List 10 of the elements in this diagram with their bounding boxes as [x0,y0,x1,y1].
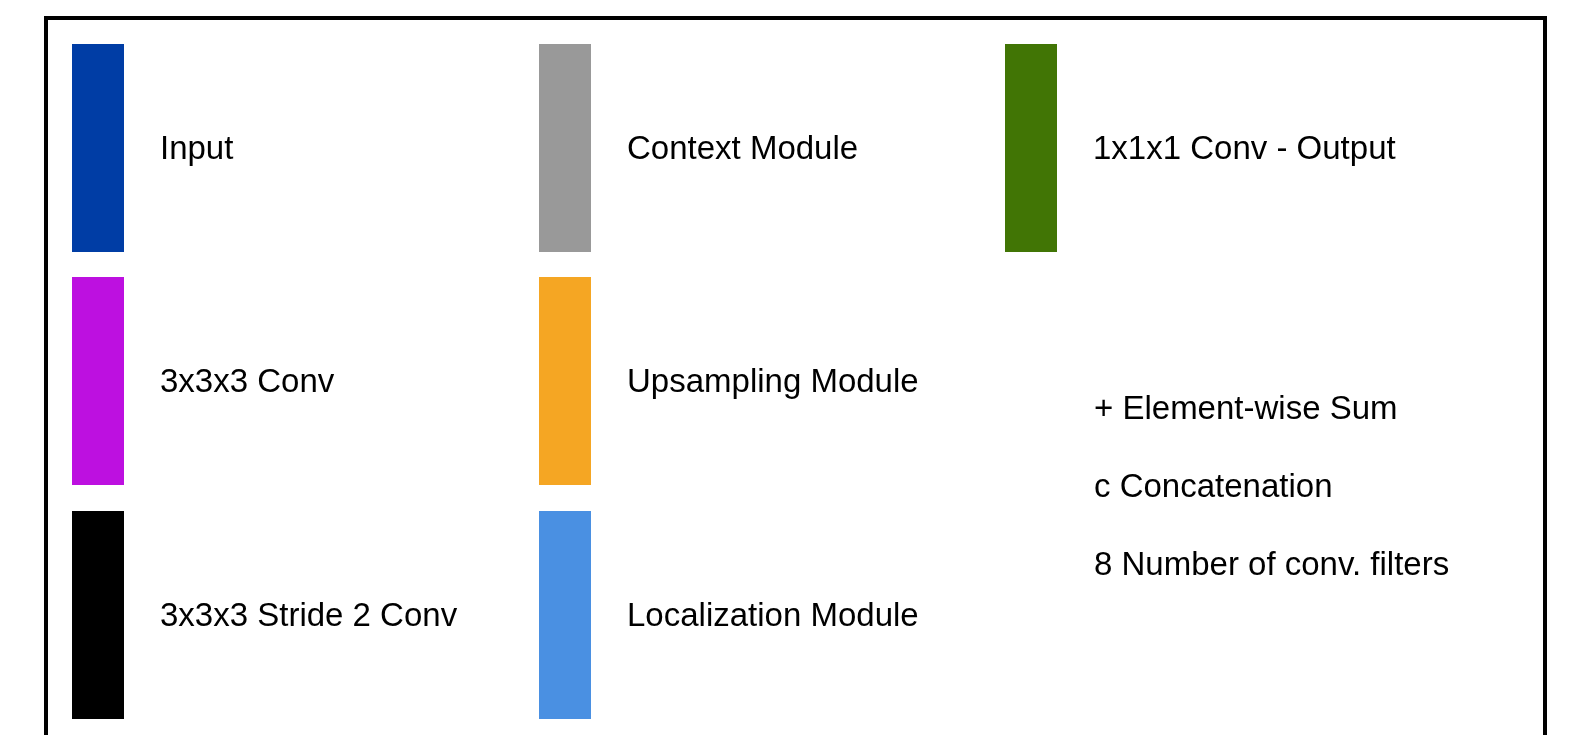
legend-label: Input [160,129,234,167]
legend-label: 3x3x3 Stride 2 Conv [160,596,458,634]
legend-label: Localization Module [627,596,919,634]
legend-note: c Concatenation [1094,467,1333,505]
legend-label: 1x1x1 Conv - Output [1093,129,1396,167]
legend-label: 3x3x3 Conv [160,362,335,400]
legend-label: Context Module [627,129,859,167]
legend-note: 8 Number of conv. filters [1094,545,1450,583]
legend-label: Upsampling Module [627,362,919,400]
legend-note: + Element-wise Sum [1094,389,1398,427]
